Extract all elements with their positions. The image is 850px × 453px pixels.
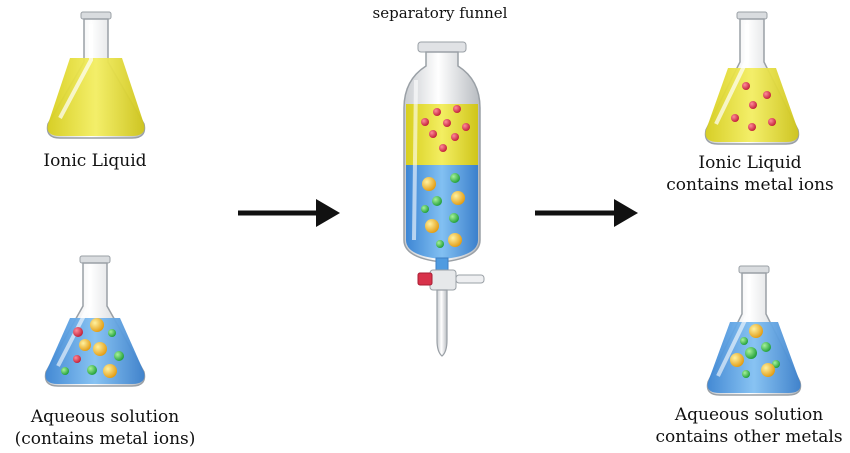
funnel-aqueous-ions — [421, 173, 465, 248]
ionic-liquid-input-text: Ionic Liquid — [43, 151, 147, 171]
metal-ion-red — [73, 355, 81, 363]
metal-ion-green — [436, 240, 444, 248]
metal-ion-gold — [749, 324, 763, 338]
metal-ion-gold — [79, 339, 91, 351]
metal-ion-red — [421, 118, 429, 126]
ionic-liquid-output-label: Ionic Liquid contains metal ions — [650, 152, 850, 196]
flask-ionic-liquid-output — [704, 11, 800, 145]
flask-aqueous-output — [706, 265, 802, 396]
arrow-into-funnel — [238, 199, 340, 227]
metal-ion-green — [61, 367, 69, 375]
metal-ion-green — [761, 342, 771, 352]
metal-ion-green — [108, 329, 116, 337]
metal-ion-red — [433, 108, 441, 116]
metal-ion-green — [745, 347, 757, 359]
ionic-liquid-output-line1: Ionic Liquid — [698, 153, 802, 173]
metal-ion-green — [421, 205, 429, 213]
funnel-label: separatory funnel — [372, 4, 508, 22]
metal-ion-green — [740, 337, 748, 345]
metal-ion-red — [731, 114, 739, 122]
metal-ion-red — [748, 123, 756, 131]
metal-ion-red — [763, 91, 771, 99]
ionic-liquid-output-ions — [731, 82, 776, 131]
stopcock-handle — [417, 272, 433, 286]
metal-ion-red — [73, 327, 83, 337]
aqueous-input-line2: (contains metal ions) — [14, 429, 196, 449]
metal-ion-red — [749, 101, 757, 109]
funnel-stem — [436, 289, 448, 357]
metal-ion-green — [772, 360, 780, 368]
aqueous-output-ions — [730, 324, 780, 378]
metal-ion-green — [449, 213, 459, 223]
metal-ion-gold — [90, 318, 104, 332]
metal-ion-red — [742, 82, 750, 90]
aqueous-output-label: Aqueous solution contains other metals — [648, 404, 850, 448]
flask-aqueous-input — [44, 255, 146, 387]
metal-ion-gold — [103, 364, 117, 378]
metal-ion-gold — [761, 363, 775, 377]
metal-ion-gold — [730, 353, 744, 367]
metal-ion-gold — [448, 233, 462, 247]
metal-ion-red — [462, 123, 470, 131]
funnel-ionic-liquid-ions — [421, 105, 470, 152]
metal-ion-green — [87, 365, 97, 375]
metal-ion-red — [443, 119, 451, 127]
metal-ion-gold — [93, 342, 107, 356]
aqueous-input-line1: Aqueous solution — [30, 407, 180, 427]
aqueous-output-line2: contains other metals — [655, 427, 843, 447]
metal-ion-gold — [425, 219, 439, 233]
metal-ion-green — [114, 351, 124, 361]
arrow-out-of-funnel — [535, 199, 638, 227]
aqueous-output-line1: Aqueous solution — [674, 405, 824, 425]
stopcock-body — [429, 269, 457, 291]
metal-ion-green — [742, 370, 750, 378]
metal-ion-red — [429, 130, 437, 138]
metal-ion-red — [451, 133, 459, 141]
separatory-funnel — [403, 41, 485, 357]
ionic-liquid-output-line2: contains metal ions — [666, 175, 834, 195]
aqueous-input-label: Aqueous solution (contains metal ions) — [0, 406, 210, 450]
metal-ion-gold — [451, 191, 465, 205]
metal-ion-red — [453, 105, 461, 113]
aqueous-input-ions — [61, 318, 124, 378]
flask-ionic-liquid-input — [46, 11, 146, 139]
metal-ion-red — [439, 144, 447, 152]
metal-ion-red — [768, 118, 776, 126]
metal-ion-green — [450, 173, 460, 183]
metal-ion-gold — [422, 177, 436, 191]
metal-ion-green — [432, 196, 442, 206]
ionic-liquid-input-label: Ionic Liquid — [20, 150, 170, 172]
